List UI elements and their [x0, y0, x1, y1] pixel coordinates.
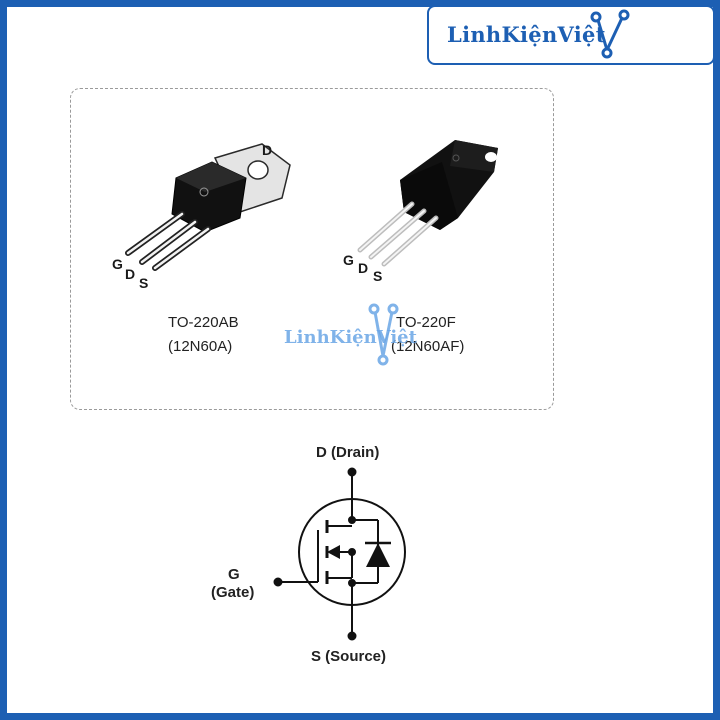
drain-label: D (Drain) — [316, 444, 380, 461]
gate-label: G — [228, 566, 240, 583]
to220ab-part-number: (12N60A) — [168, 338, 233, 355]
to220f-part-number: (12N60AF) — [391, 338, 465, 355]
to220ab-package-icon — [125, 143, 291, 271]
mosfet-symbol-icon — [273, 467, 406, 641]
package-panel — [70, 88, 554, 410]
to220ab-package-name: TO-220AB — [168, 314, 239, 331]
brand-logo: LinhKiệnViệt — [427, 5, 715, 65]
to220ab-source-pin-label: S — [139, 275, 149, 291]
to220f-source-pin-label: S — [373, 268, 383, 284]
to220f-package-icon — [357, 140, 498, 267]
to220f-drain-pin-label: D — [358, 260, 369, 276]
source-label: S (Source) — [311, 648, 387, 665]
gate-label-sub: (Gate) — [211, 584, 255, 601]
watermark-text: LinhKiệnViệt — [284, 327, 417, 348]
logo-text: LinhKiệnViệt — [447, 22, 606, 47]
to220f-package-name: TO-220F — [396, 314, 456, 331]
logo-v-emblem-icon — [590, 9, 630, 59]
to220ab-drain-pin-label: D — [125, 266, 136, 282]
to220f-gate-pin-label: G — [343, 252, 354, 268]
watermark-emblem-icon — [368, 303, 399, 366]
to220ab-drain-tab-label: D — [262, 142, 273, 158]
to220ab-gate-pin-label: G — [112, 256, 123, 272]
